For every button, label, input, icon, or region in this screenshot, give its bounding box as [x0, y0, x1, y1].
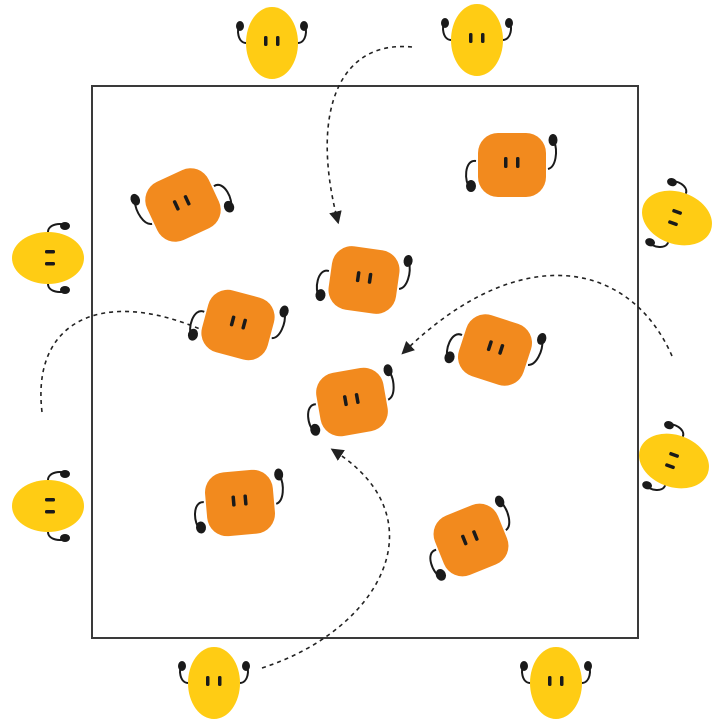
figure-body [12, 480, 84, 532]
hand-left [434, 567, 448, 582]
hand-left [60, 470, 70, 478]
outside-figure [178, 647, 250, 719]
hand-right [300, 21, 308, 31]
figure-body [139, 162, 228, 249]
eye-right [45, 262, 55, 266]
eye-left [45, 250, 55, 254]
hand-left [178, 661, 186, 671]
hand-left [187, 328, 200, 342]
eye-right [45, 510, 55, 514]
hand-left [236, 21, 244, 31]
figure-body [530, 647, 582, 719]
hand-right [663, 420, 675, 431]
inside-figure [191, 467, 288, 539]
inside-figure [416, 493, 525, 587]
outside-figure [631, 172, 718, 264]
container-boundary [92, 86, 638, 638]
hand-right [584, 661, 592, 671]
eye-left [264, 36, 268, 46]
figure-body [12, 232, 84, 284]
hand-left [443, 350, 456, 365]
eye-right [560, 676, 564, 686]
outside-figure [628, 415, 718, 507]
figure-body [246, 7, 298, 79]
hand-right [60, 286, 70, 294]
hand-left [520, 661, 528, 671]
arrows-layer [41, 47, 672, 668]
figure-body [326, 244, 402, 317]
inside-figure [466, 133, 558, 197]
outside-figure [12, 222, 84, 294]
eye-right [481, 33, 485, 43]
figure-body [197, 285, 279, 364]
figures-layer [12, 4, 718, 719]
eye-right [218, 676, 222, 686]
hand-right [60, 534, 70, 542]
eye-right [276, 36, 280, 46]
outside-figure [520, 647, 592, 719]
hand-left [466, 180, 476, 192]
inside-figure [314, 242, 414, 318]
figure-body [453, 309, 537, 391]
eye-left [206, 676, 210, 686]
outside-figure [236, 7, 308, 79]
figure-body [188, 647, 240, 719]
inside-figure [128, 157, 238, 254]
hand-right [242, 661, 250, 671]
outside-figure [441, 4, 513, 76]
hand-left [60, 222, 70, 230]
hand-right [403, 254, 414, 267]
eye-left [504, 157, 508, 168]
inside-figure [441, 305, 548, 394]
hand-right [549, 134, 558, 146]
outside-figure [12, 470, 84, 542]
figure-body [313, 365, 391, 440]
figure-body [203, 468, 276, 538]
eye-left [45, 498, 55, 502]
hand-right [666, 177, 678, 188]
hand-left [222, 199, 236, 214]
dashed-arrow [262, 452, 390, 668]
eye-right [516, 157, 520, 168]
hand-right [536, 332, 548, 346]
inside-figure [185, 282, 290, 368]
eye-left [469, 33, 473, 43]
eye-left [548, 676, 552, 686]
hand-left [309, 423, 321, 437]
hand-right [505, 18, 513, 28]
hand-left [441, 18, 449, 28]
dashed-arrow [327, 47, 412, 218]
figure-body [478, 133, 546, 197]
inside-figure [301, 363, 402, 442]
hand-right [278, 305, 290, 319]
figure-body [451, 4, 503, 76]
hand-right [129, 192, 142, 207]
